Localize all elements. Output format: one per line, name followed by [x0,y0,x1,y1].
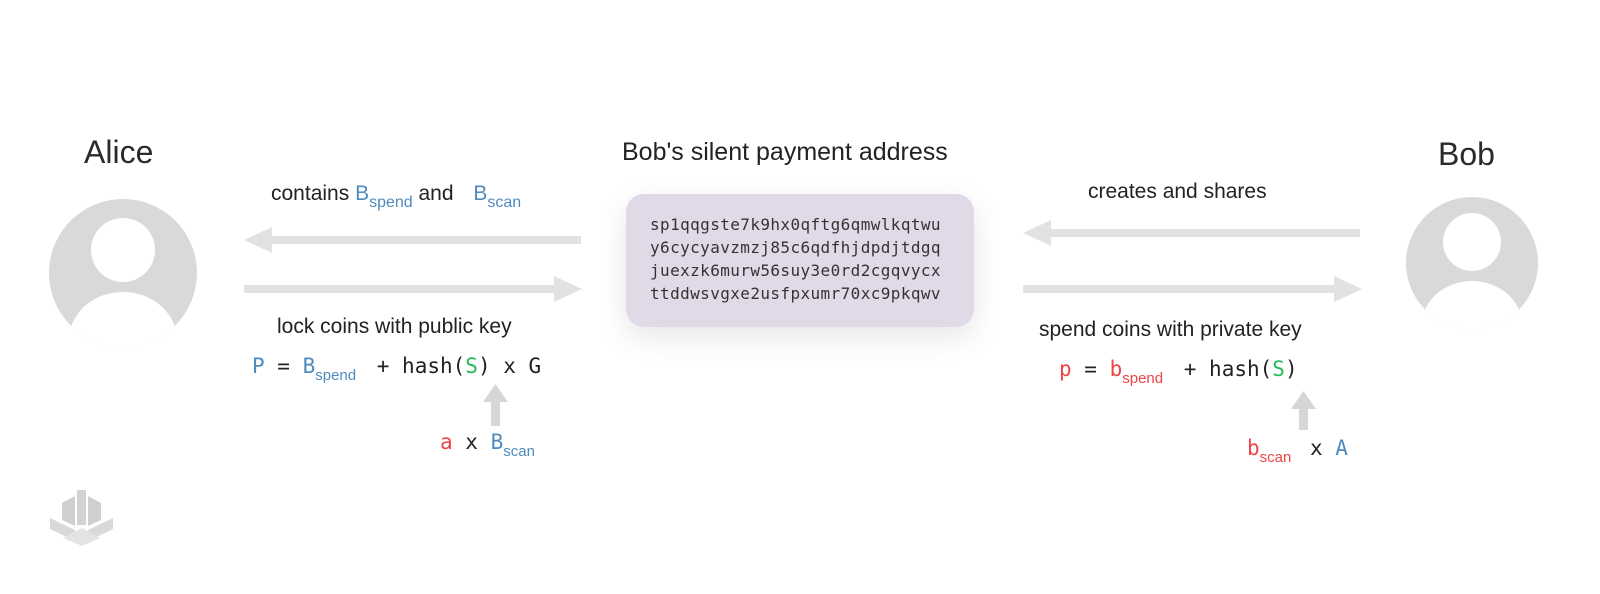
contains-keys-caption: contains Bspend and Bscan [271,182,521,211]
formula-b-sub: spend [1122,370,1164,387]
alice-private-a: a [440,430,453,454]
up-arrow-right [1291,391,1316,430]
bob-name: Bob [1438,136,1495,172]
arrow-from-bob [1023,220,1360,246]
address-line: y6cycyavzmzj85c6qdfhjdpdjtdgq [650,238,941,257]
formula-B-sub: spend [315,367,357,384]
contains-text: contains [271,182,356,205]
spend-coins-caption: spend coins with private key [1039,318,1302,341]
b-scan-symbol: B [473,182,488,205]
alice-name: Alice [84,134,154,170]
bob-avatar-icon [1406,197,1538,329]
b-scan-subscript: scan [487,194,522,211]
alice-avatar-icon [49,199,197,347]
formula-hash: + hash( [364,354,466,378]
up-arrow-left [483,384,508,426]
bob-b-scan-subscript: scan [1259,449,1292,466]
formula-S: S [465,354,478,378]
arrow-from-alice [244,276,582,302]
b-spend-subscript: spend [369,194,413,211]
formula-P: P [252,354,265,378]
private-key-formula: p = bspend + hash(S) [1059,357,1298,386]
address-line: juexzk6murw56suy3e0rd2cgqvycx [650,261,941,280]
address-title: Bob's silent payment address [622,138,948,166]
arrow-to-bob [1023,276,1362,302]
address-line: ttddwsvgxe2usfpxumr70xc9pkqwv [650,284,941,303]
formula-close: ) x G [477,354,542,378]
stacked-cube-logo-icon [50,490,113,546]
shared-secret-bob: bscan x A [1247,436,1348,465]
formula-eq: = [1071,357,1110,381]
alice-public-A: A [1335,436,1348,460]
and-text: and [412,182,460,205]
formula-b: b [1109,357,1123,381]
formula-S: S [1272,357,1285,381]
creates-and-shares-caption: creates and shares [1088,180,1267,203]
b-scan-symbol: B [490,430,504,454]
b-scan-subscript: scan [503,443,535,460]
shared-secret-alice: a x Bscan [440,430,535,459]
formula-close: ) [1284,357,1298,381]
formula-hash: + hash( [1171,357,1273,381]
formula-p: p [1059,357,1072,381]
times: x [1297,436,1336,460]
address-line: sp1qqgste7k9hx0qftg6qmwlkqtwu [650,215,941,234]
formula-eq: = [264,354,303,378]
arrow-to-alice [244,227,581,253]
bob-b-scan-symbol: b [1247,436,1260,460]
silent-payment-address-box: sp1qqgste7k9hx0qftg6qmwlkqtwu y6cycyavzm… [626,194,974,327]
formula-B: B [302,354,316,378]
public-key-formula: P = Bspend + hash(S) x G [252,354,542,383]
times: x [452,430,491,454]
b-spend-symbol: B [355,182,370,205]
lock-coins-caption: lock coins with public key [277,315,512,338]
